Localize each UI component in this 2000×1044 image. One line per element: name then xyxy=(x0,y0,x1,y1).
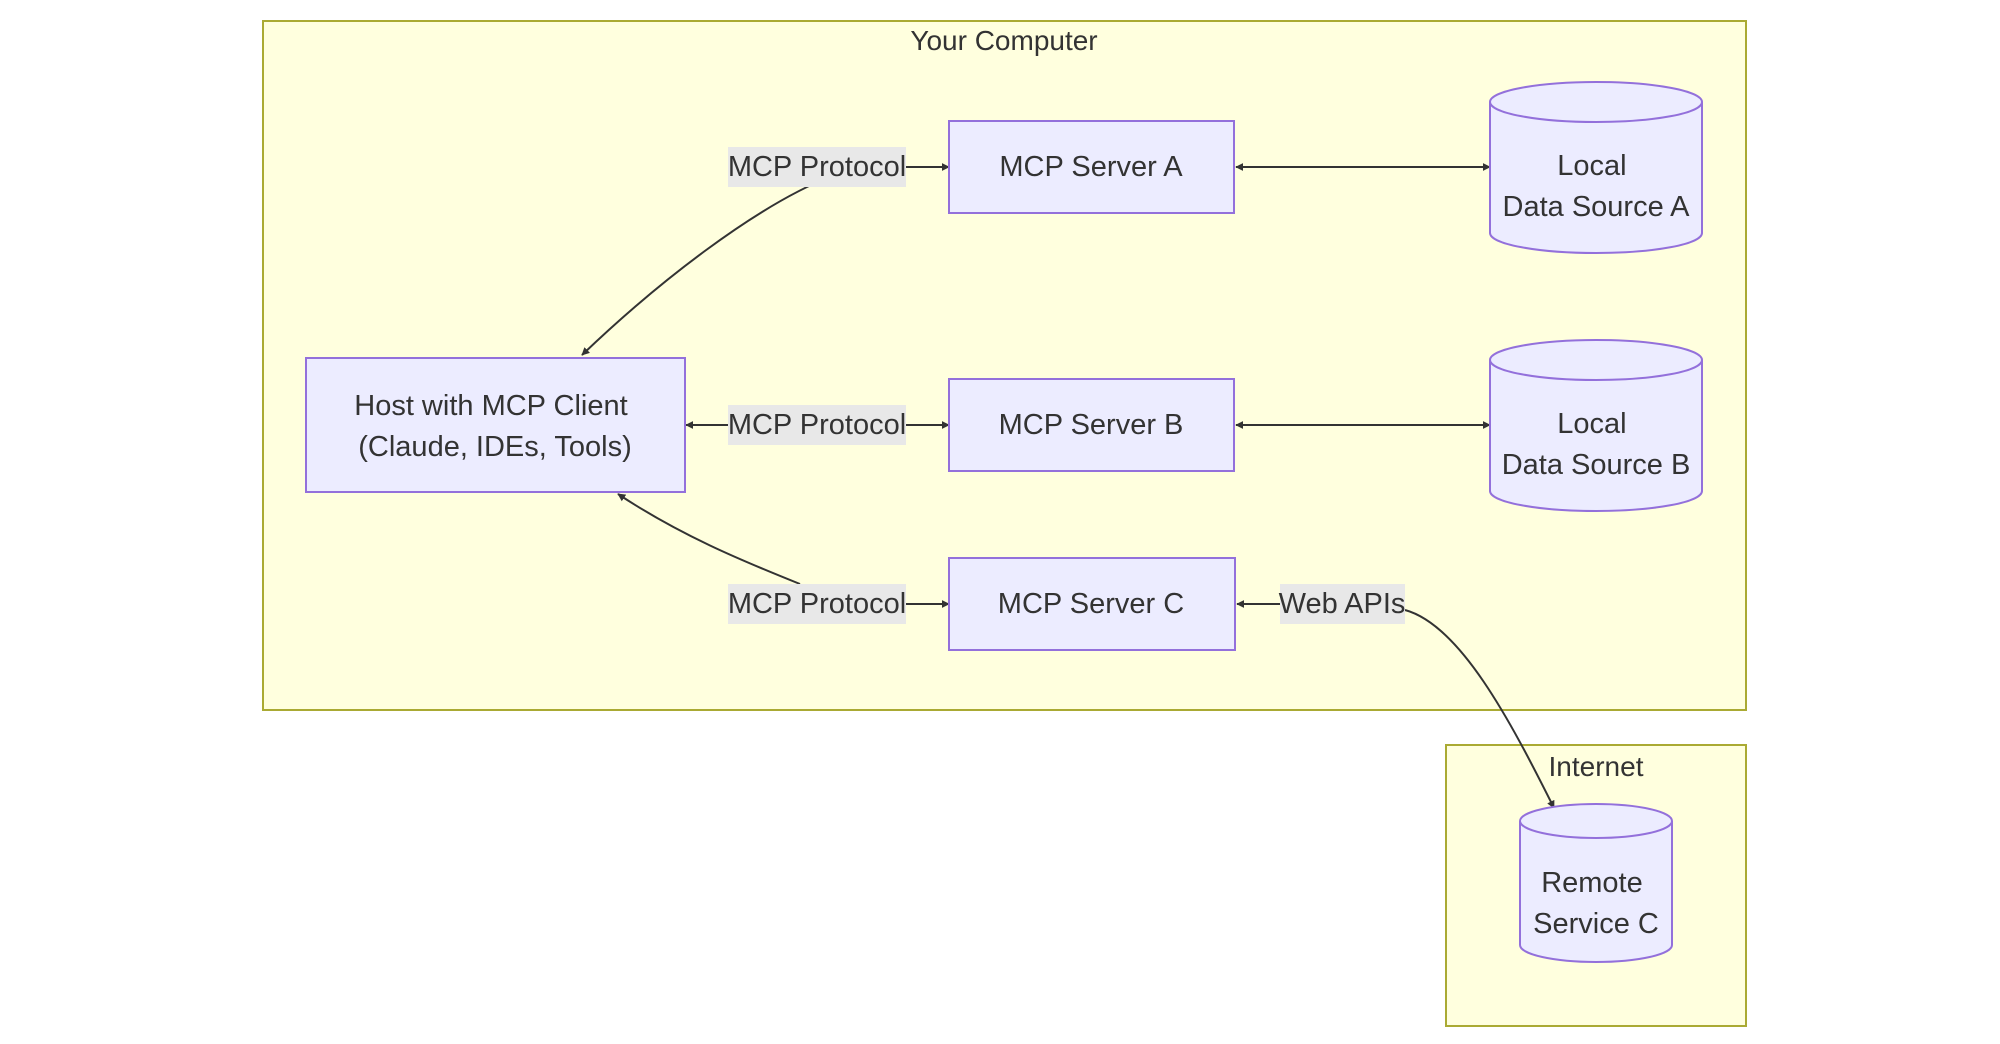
edge-label-host-a-text: MCP Protocol xyxy=(728,151,906,183)
host-label-line-2: (Claude, IDEs, Tools) xyxy=(358,431,631,463)
node-remote-service-c: Remote Service C xyxy=(1519,803,1673,963)
edge-host-to-server-a xyxy=(581,175,833,356)
remote-c-label-line-2: Service C xyxy=(1533,908,1659,940)
cluster-title-internet: Internet xyxy=(1549,751,1644,782)
data-a-label-line-1: Local xyxy=(1557,150,1626,182)
data-a-label: Local Data Source A xyxy=(1503,150,1691,223)
edge-label-web-apis: Web APIs xyxy=(1279,584,1406,624)
data-b-label: Local Data Source B xyxy=(1502,408,1691,481)
host-label-line-1: Host with MCP Client xyxy=(354,390,627,422)
remote-c-label: Remote Service C xyxy=(1533,867,1659,940)
edge-web-apis-to-remote-c xyxy=(1404,609,1555,809)
edge-label-web-apis-text: Web APIs xyxy=(1279,588,1406,620)
server-a-label: MCP Server A xyxy=(999,151,1183,183)
node-server-a: MCP Server A xyxy=(948,120,1235,214)
edge-label-host-c-text: MCP Protocol xyxy=(728,588,906,620)
data-b-label-line-1: Local xyxy=(1557,408,1626,440)
node-server-b: MCP Server B xyxy=(948,378,1235,472)
server-c-label: MCP Server C xyxy=(998,588,1184,620)
cluster-title-your-computer: Your Computer xyxy=(910,25,1097,56)
data-a-label-line-2: Data Source A xyxy=(1503,191,1691,223)
data-b-label-line-2: Data Source B xyxy=(1502,449,1691,481)
remote-c-label-line-1: Remote xyxy=(1541,867,1643,899)
node-local-data-source-a: Local Data Source A xyxy=(1489,81,1703,254)
edge-label-host-a: MCP Protocol xyxy=(728,147,906,187)
node-server-c: MCP Server C xyxy=(948,557,1236,651)
edge-host-to-server-c xyxy=(617,493,801,585)
node-local-data-source-b: Local Data Source B xyxy=(1489,339,1703,512)
edge-label-host-c: MCP Protocol xyxy=(728,584,906,624)
host-label: Host with MCP Client (Claude, IDEs, Tool… xyxy=(354,390,636,463)
edge-label-host-b: MCP Protocol xyxy=(728,405,906,445)
server-b-label: MCP Server B xyxy=(999,409,1184,441)
node-host: Host with MCP Client (Claude, IDEs, Tool… xyxy=(305,357,686,493)
edge-label-host-b-text: MCP Protocol xyxy=(728,409,906,441)
